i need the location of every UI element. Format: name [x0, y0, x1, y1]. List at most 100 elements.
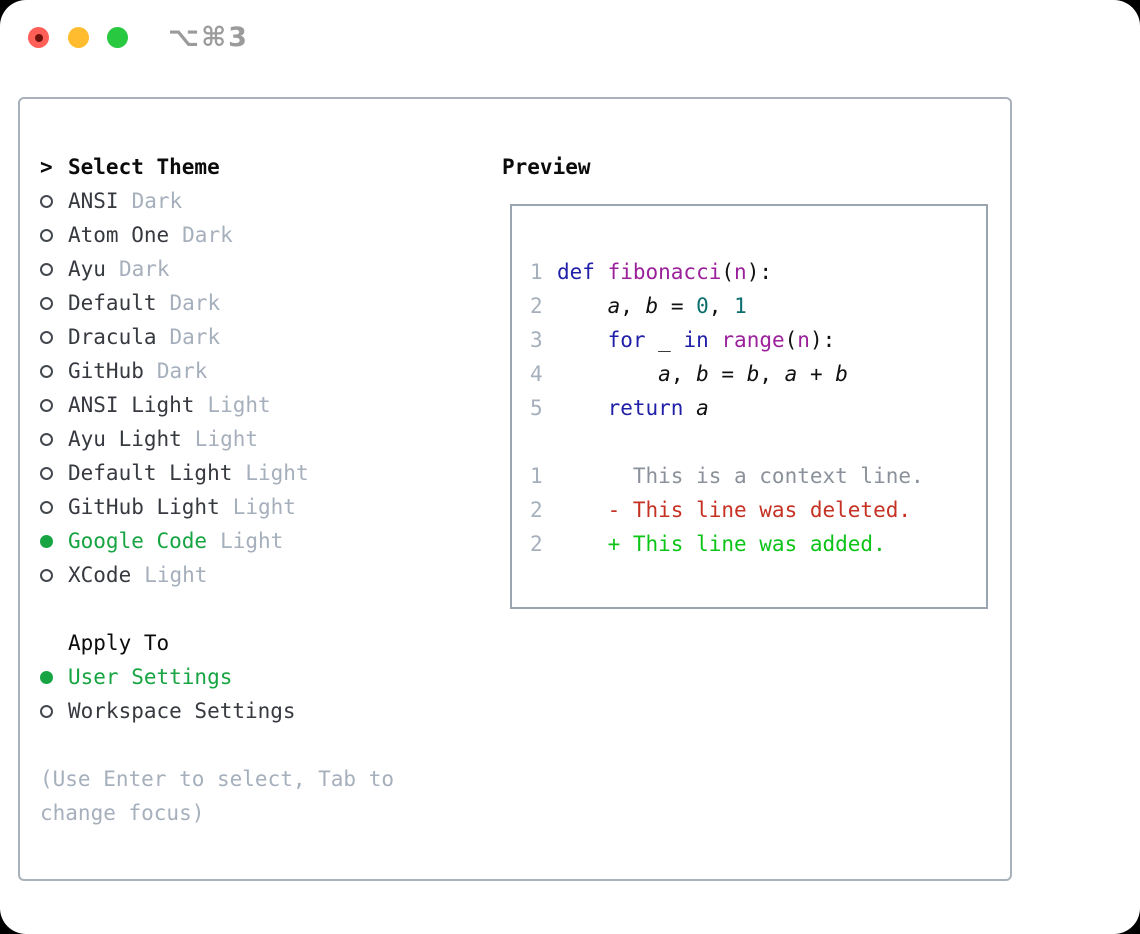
option-label: Dracula [68, 325, 157, 349]
theme-option-default[interactable]: Default Dark [40, 286, 490, 320]
theme-variant-label: Dark [131, 189, 183, 213]
code-token: def [557, 260, 608, 284]
apply-option-user-settings[interactable]: User Settings [40, 660, 490, 694]
theme-variant-label: Dark [182, 223, 233, 247]
code-token: , [620, 294, 646, 318]
option-label: ANSI Light [68, 393, 195, 417]
theme-variant-label: Dark [169, 325, 221, 349]
code-token: a [658, 362, 671, 386]
code-token [557, 396, 608, 420]
theme-option-ayu[interactable]: Ayu Dark [40, 252, 490, 286]
theme-variant-label: Dark [118, 257, 170, 281]
option-label: GitHub [68, 359, 144, 383]
line-number: 1 [530, 464, 543, 488]
theme-option-atom-one[interactable]: Atom One Dark [40, 218, 490, 252]
code-token: b [645, 294, 659, 318]
close-button[interactable] [28, 27, 49, 48]
code-token: + This line was added. [557, 532, 886, 556]
radio-selected-icon [40, 670, 53, 684]
zoom-button[interactable] [107, 27, 128, 48]
option-label: Atom One [68, 223, 170, 247]
code-token: ( [784, 328, 798, 352]
code-line: 2 + This line was added. [530, 527, 924, 561]
radio-icon [40, 568, 53, 582]
code-line: 3 for _ in range(n): [530, 323, 924, 357]
code-token: n [734, 260, 747, 284]
radio-icon [40, 704, 53, 718]
code-token: = [708, 362, 747, 386]
code-token: , [708, 294, 735, 318]
line-number: 2 [530, 498, 543, 522]
radio-icon [40, 262, 53, 276]
usage-hint: (Use Enter to select, Tab to change focu… [40, 767, 395, 825]
theme-variant-label: Light [245, 461, 309, 485]
focus-caret-icon: > [40, 155, 53, 179]
option-label: ANSI [68, 189, 119, 213]
theme-option-dracula[interactable]: Dracula Dark [40, 320, 490, 354]
option-label: Ayu [68, 257, 106, 281]
code-token: , [759, 362, 785, 386]
code-token: This is a context line. [557, 464, 924, 488]
option-label: Google Code [68, 529, 208, 553]
keyboard-shortcut-label: ⌥⌘3 [168, 22, 249, 53]
radio-icon [40, 364, 53, 378]
radio-icon [40, 432, 53, 446]
code-token: _ [645, 328, 684, 352]
theme-variant-label: Light [220, 529, 284, 553]
theme-variant-label: Dark [169, 291, 221, 315]
code-token: = [658, 294, 697, 318]
theme-option-ansi[interactable]: ANSI Dark [40, 184, 490, 218]
select-theme-title: Select Theme [68, 155, 220, 179]
radio-icon [40, 228, 53, 242]
code-token: n [797, 328, 810, 352]
radio-icon [40, 194, 53, 208]
theme-variant-label: Light [207, 393, 271, 417]
radio-icon [40, 500, 53, 514]
code-line: 5 return a [530, 391, 924, 425]
preview-title: Preview [502, 155, 591, 179]
minimize-button[interactable] [68, 27, 89, 48]
code-token: ): [809, 328, 836, 352]
option-label: Default [68, 291, 157, 315]
code-token: range [721, 328, 785, 352]
option-label: User Settings [68, 665, 233, 689]
option-label: Ayu Light [68, 427, 182, 451]
code-token [683, 396, 696, 420]
line-number: 5 [530, 396, 543, 420]
radio-icon [40, 296, 53, 310]
code-token [557, 362, 658, 386]
spacer [40, 592, 490, 626]
code-token: in [683, 328, 709, 352]
code-token [557, 294, 608, 318]
code-token: ): [746, 260, 772, 284]
code-token: b [746, 362, 760, 386]
apply-option-workspace-settings[interactable]: Workspace Settings [40, 694, 490, 728]
theme-option-google-code[interactable]: Google Code Light [40, 524, 490, 558]
theme-variant-label: Dark [156, 359, 208, 383]
code-line-blank [530, 425, 924, 459]
code-token: a [784, 362, 798, 386]
code-token: + [797, 362, 836, 386]
line-number: 1 [530, 260, 543, 284]
line-number: 2 [530, 532, 543, 556]
option-label: GitHub Light [68, 495, 220, 519]
theme-option-github[interactable]: GitHub Dark [40, 354, 490, 388]
radio-icon [40, 398, 53, 412]
code-token: a [607, 294, 621, 318]
code-token: - This line was deleted. [557, 498, 912, 522]
option-label: Workspace Settings [68, 699, 296, 723]
theme-option-ansi-light[interactable]: ANSI Light Light [40, 388, 490, 422]
select-theme-header: > Select Theme [40, 150, 490, 184]
radio-selected-icon [40, 534, 53, 548]
